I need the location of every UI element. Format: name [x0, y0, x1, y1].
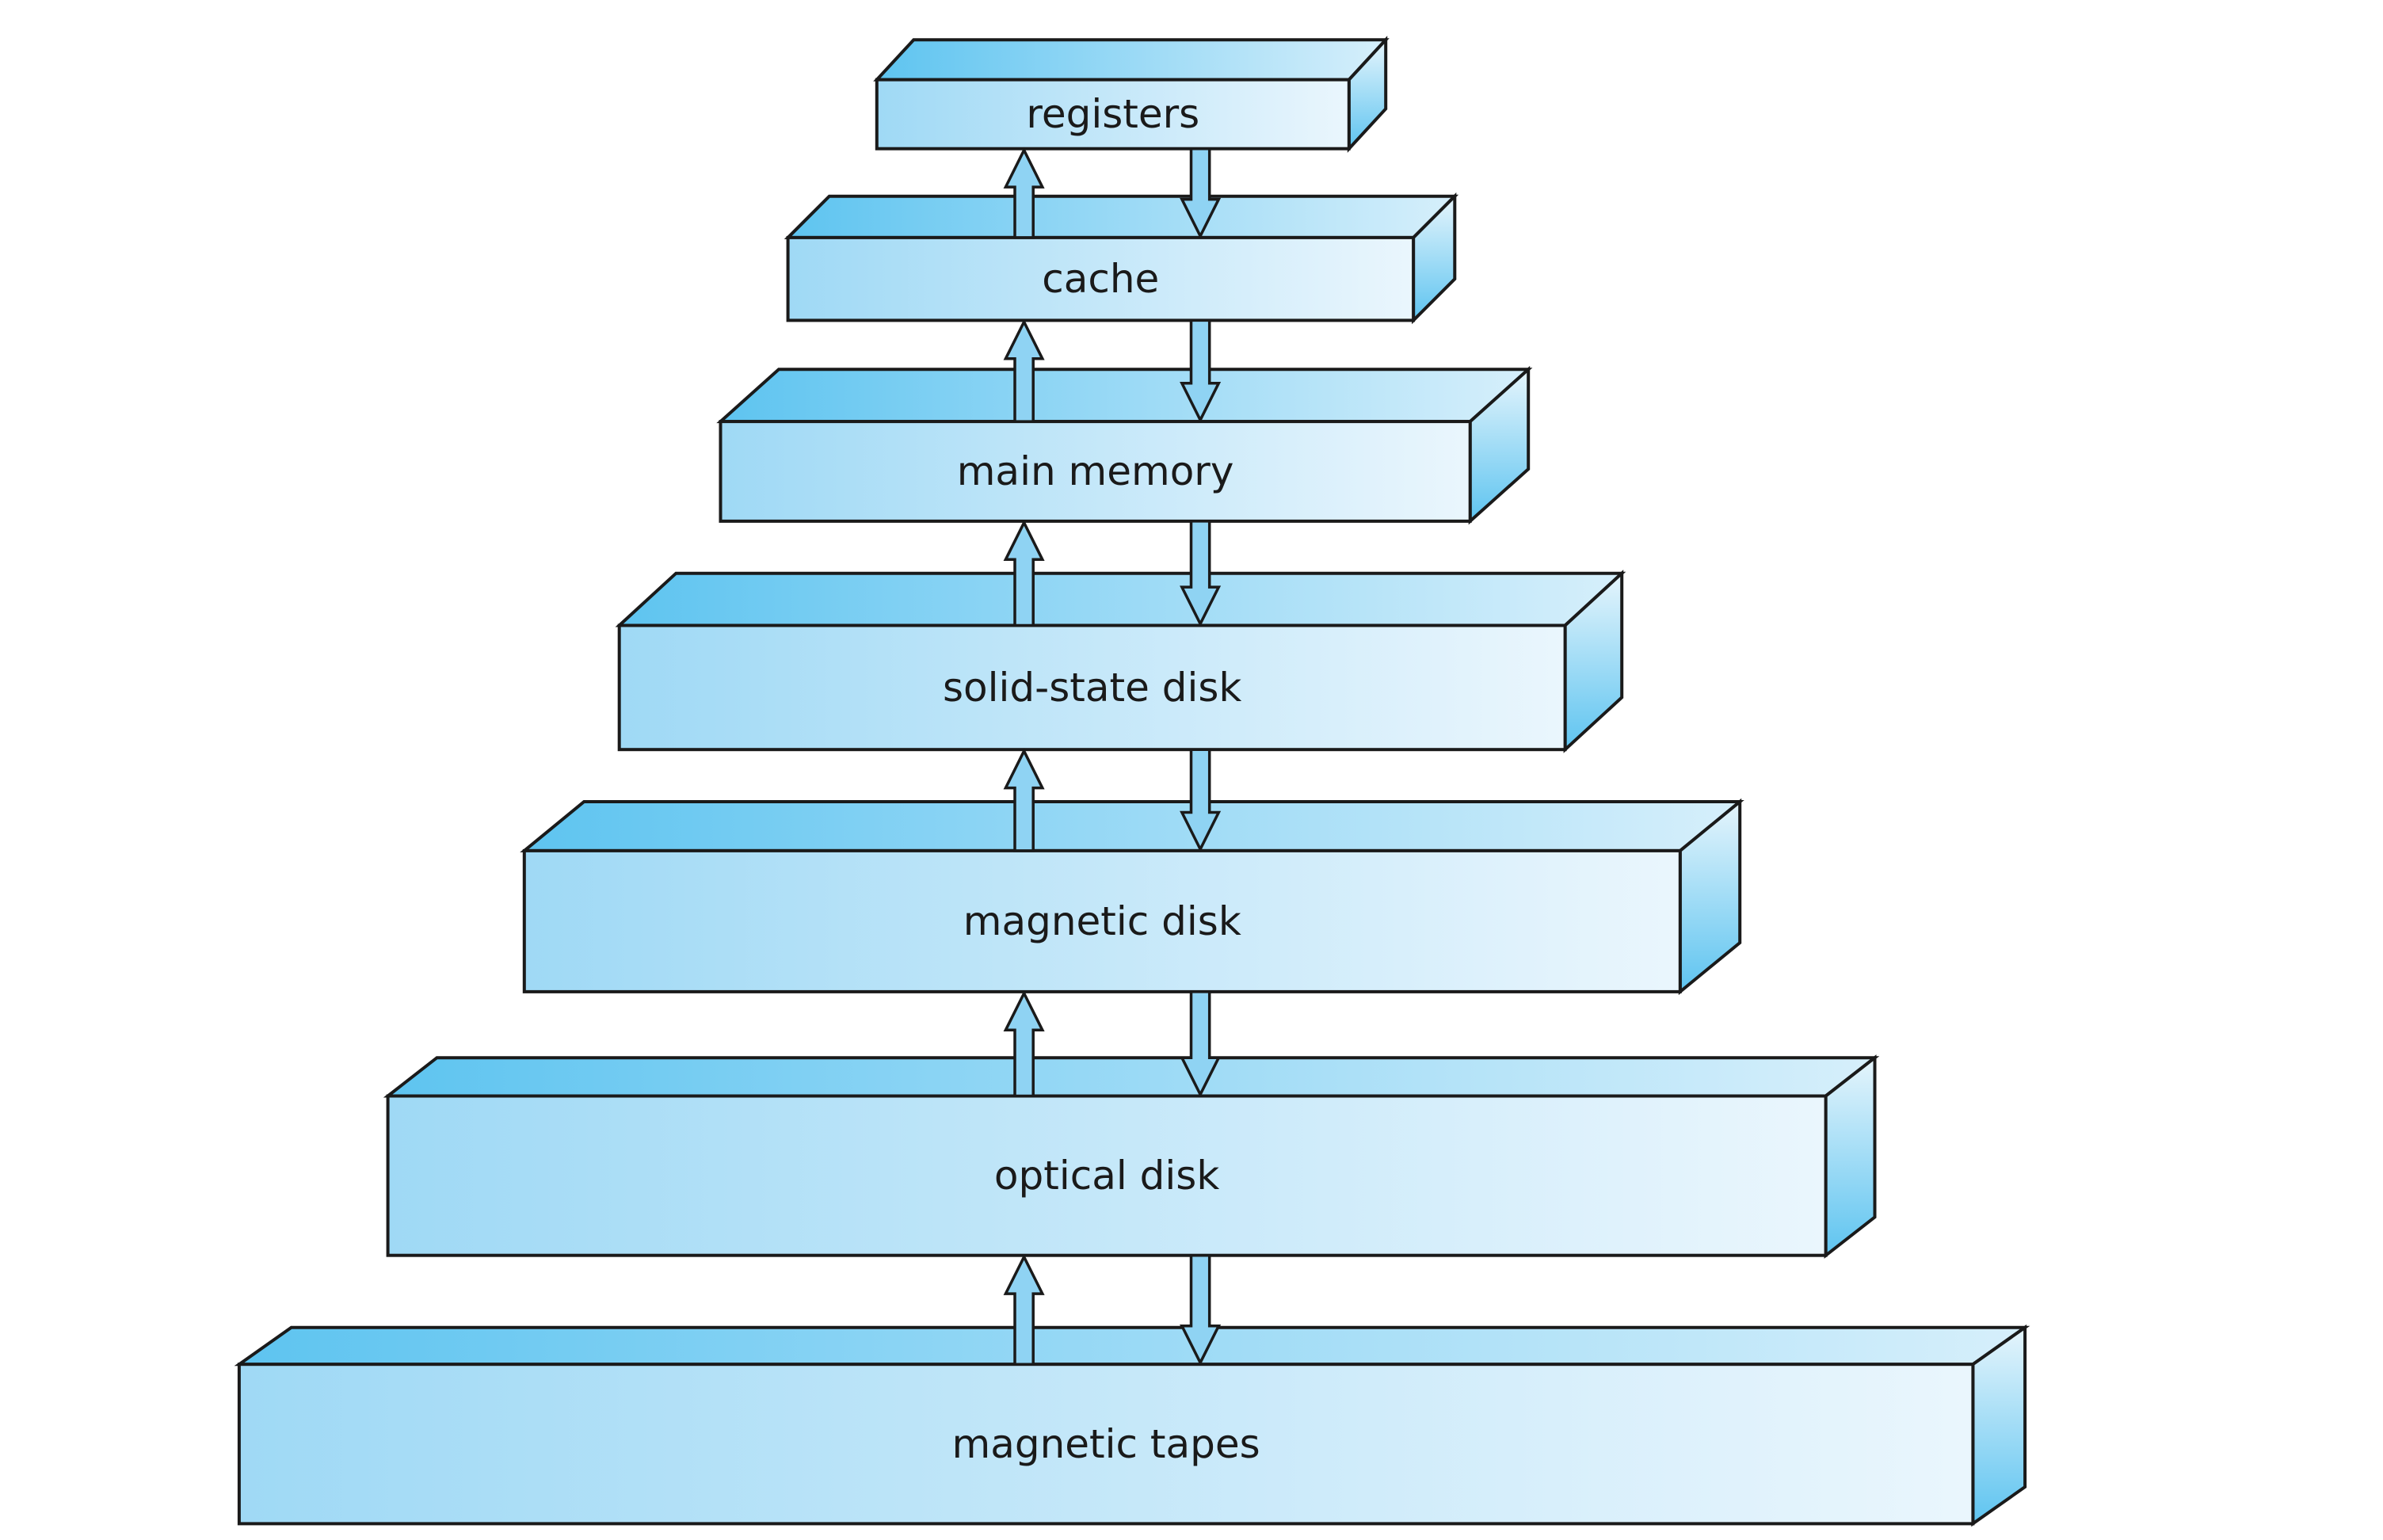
- tier-box-2: main memory: [716, 365, 1533, 525]
- arrow-up: [1003, 748, 1045, 852]
- arrow-up: [1003, 147, 1045, 239]
- tier-top-face: [873, 38, 1390, 82]
- tier-front-face: [617, 623, 1567, 752]
- tier-label: magnetic tapes: [951, 1421, 1260, 1467]
- tier-front-face: [875, 78, 1351, 151]
- tier-connector-4: [1003, 989, 1222, 1098]
- tier-box-6: magnetic tapes: [234, 1324, 2030, 1527]
- tier-top-face: [716, 368, 1533, 424]
- tier-box-5: optical disk: [383, 1054, 1880, 1259]
- tier-box-1: cache: [784, 192, 1459, 325]
- tier-front-face: [719, 420, 1472, 523]
- tier-connector-0: [1003, 147, 1222, 239]
- arrow-up: [1003, 989, 1045, 1098]
- arrow-up: [1003, 519, 1045, 627]
- tier-connector-5: [1003, 1253, 1222, 1367]
- arrow-down: [1180, 1254, 1222, 1367]
- tier-label: main memory: [957, 448, 1234, 494]
- tier-connector-1: [1003, 318, 1222, 424]
- tier-box-3: solid-state disk: [615, 570, 1626, 753]
- arrow-down: [1180, 990, 1222, 1098]
- arrow-down: [1180, 318, 1222, 424]
- tier-front-face: [237, 1363, 1975, 1526]
- tier-label: solid-state disk: [943, 665, 1241, 711]
- arrow-down: [1180, 520, 1222, 627]
- tier-top-face: [615, 571, 1626, 627]
- tier-label: magnetic disk: [963, 898, 1241, 944]
- arrow-up: [1003, 1253, 1045, 1366]
- tier-connector-2: [1003, 519, 1222, 627]
- tier-front-face: [386, 1094, 1828, 1257]
- tier-label: optical disk: [994, 1153, 1219, 1199]
- tier-top-face: [234, 1325, 2030, 1367]
- tier-side-face: [1971, 1324, 2027, 1527]
- arrow-down: [1180, 147, 1222, 239]
- arrow-down: [1180, 748, 1222, 852]
- tier-front-face: [786, 235, 1416, 322]
- arrow-up: [1003, 318, 1045, 423]
- tier-top-face: [784, 194, 1459, 239]
- tier-top-face: [383, 1056, 1880, 1098]
- tier-label: registers: [1026, 91, 1199, 137]
- tier-label: cache: [1042, 256, 1159, 302]
- tier-box-0: registers: [873, 36, 1390, 153]
- tier-connector-3: [1003, 748, 1222, 852]
- tier-box-4: magnetic disk: [520, 798, 1744, 996]
- tier-front-face: [522, 848, 1682, 993]
- tier-top-face: [520, 800, 1744, 852]
